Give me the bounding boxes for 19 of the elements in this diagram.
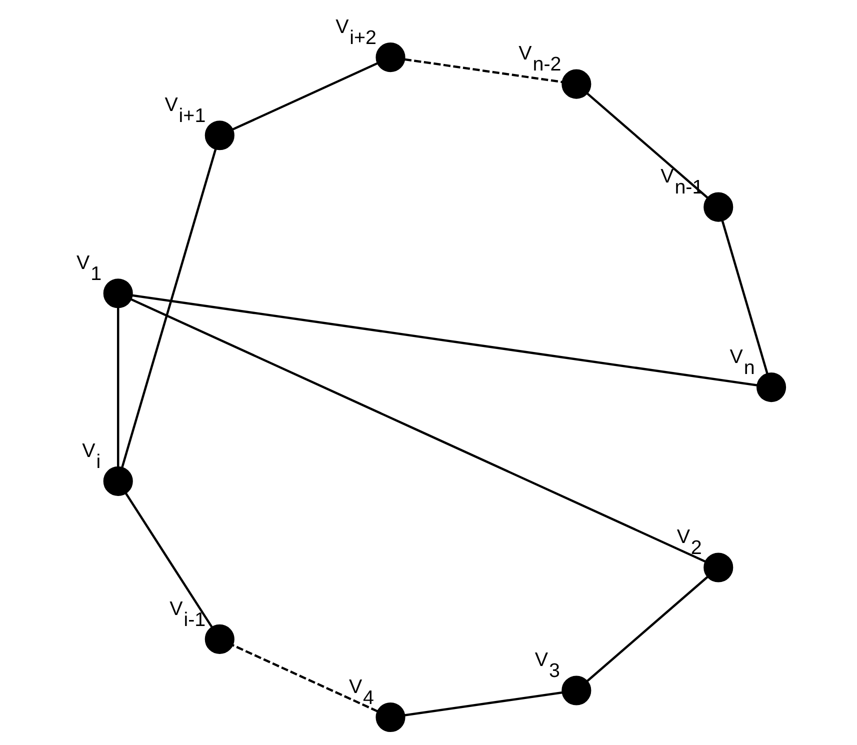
node-circle	[103, 278, 133, 308]
node-circle	[704, 192, 734, 222]
node-circle	[376, 42, 406, 72]
node-circle	[562, 676, 592, 706]
node-circle	[562, 69, 592, 99]
connector	[124, 492, 213, 628]
node-circle	[756, 372, 786, 402]
node-circle	[376, 702, 406, 732]
connector	[586, 92, 708, 199]
connector	[404, 58, 562, 84]
node-circle	[204, 120, 234, 150]
node-circle	[103, 466, 133, 496]
connector	[121, 148, 217, 468]
node-circle	[204, 624, 234, 654]
connector	[586, 576, 708, 682]
connector	[404, 691, 563, 716]
connector	[116, 307, 120, 467]
node-circle	[704, 552, 734, 582]
connector	[232, 62, 378, 131]
